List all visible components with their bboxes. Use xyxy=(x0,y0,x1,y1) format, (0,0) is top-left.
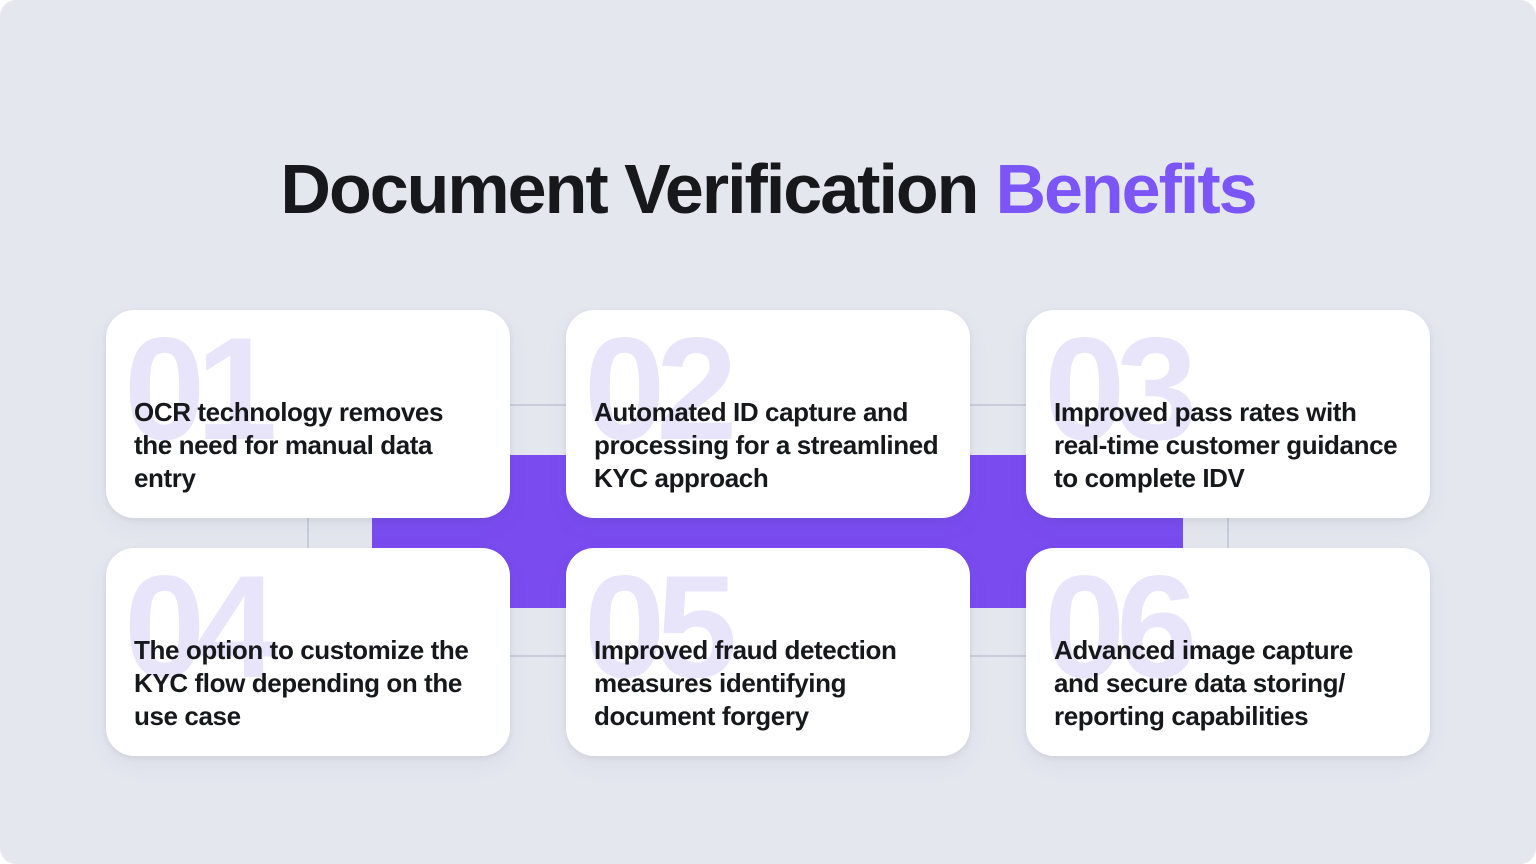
benefit-card-6: 06 Advanced image capture and secure dat… xyxy=(1026,548,1430,756)
card-text: Improved fraud detection measures identi… xyxy=(594,635,897,731)
card-text: The option to customize the KYC flow dep… xyxy=(134,635,469,731)
card-text: Improved pass rates with real-time custo… xyxy=(1054,397,1398,493)
card-number: 04 xyxy=(124,548,277,708)
page-title-accent: Benefits xyxy=(995,150,1257,228)
card-text: OCR technology removes the need for manu… xyxy=(134,397,444,493)
page-title-main: Document Verification xyxy=(280,150,979,228)
card-number: 05 xyxy=(584,548,737,708)
card-number: 06 xyxy=(1044,548,1197,708)
card-text: Automated ID capture and processing for … xyxy=(594,397,939,493)
card-number: 03 xyxy=(1044,310,1197,470)
card-number: 02 xyxy=(584,310,737,470)
benefit-card-1: 01 OCR technology removes the need for m… xyxy=(106,310,510,518)
connector-line-col-3 xyxy=(1227,414,1229,654)
card-number: 01 xyxy=(124,310,277,470)
card-text: Advanced image capture and secure data s… xyxy=(1054,635,1353,731)
connector-line-col-1 xyxy=(307,414,309,654)
benefit-card-4: 04 The option to customize the KYC flow … xyxy=(106,548,510,756)
benefit-card-5: 05 Improved fraud detection measures ide… xyxy=(566,548,970,756)
benefit-card-3: 03 Improved pass rates with real-time cu… xyxy=(1026,310,1430,518)
benefit-card-2: 02 Automated ID capture and processing f… xyxy=(566,310,970,518)
